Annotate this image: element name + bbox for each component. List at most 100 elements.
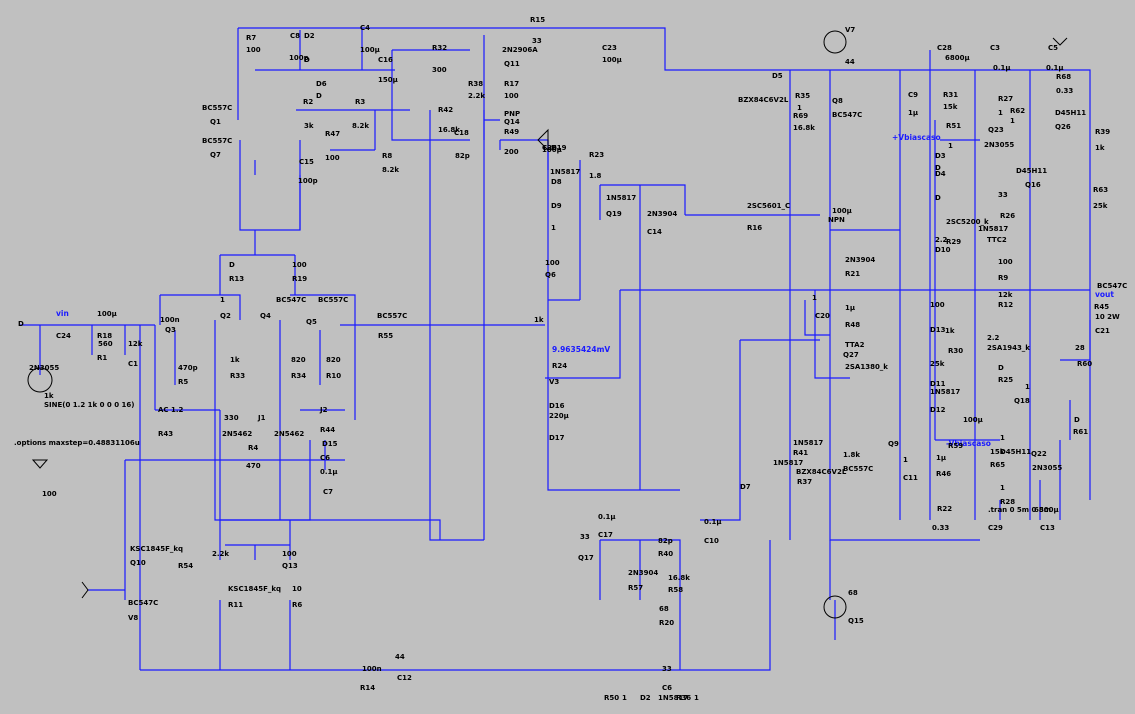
label-269: C6 bbox=[662, 684, 672, 692]
label-14: R15 bbox=[530, 16, 545, 24]
label-204: R59 bbox=[948, 442, 963, 450]
label-148: 100µ bbox=[97, 310, 117, 318]
label-118: 2N3904 bbox=[845, 256, 875, 264]
label-layer: R7100C8100pD2DD6DC4100µC16150µR32300R153… bbox=[14, 16, 1127, 702]
label-164: R24 bbox=[552, 362, 567, 370]
label-266: 100n bbox=[362, 665, 382, 673]
label-135: BC557C bbox=[377, 312, 407, 320]
label-171: 2SA1380_k bbox=[845, 363, 888, 371]
label-59: 82p bbox=[455, 152, 470, 160]
label-106: 1N5817 bbox=[978, 225, 1008, 233]
label-28: BC557C bbox=[202, 104, 232, 112]
label-96: Q19 bbox=[606, 210, 622, 218]
label-116: 100 bbox=[545, 259, 560, 267]
label-278: 1 bbox=[694, 694, 699, 702]
label-66: +Vbiascaso bbox=[892, 133, 941, 142]
label-115: R19 bbox=[292, 275, 307, 283]
label-273: R50 bbox=[604, 694, 619, 702]
label-265: C12 bbox=[397, 674, 412, 682]
label-210: R4 bbox=[248, 444, 258, 452]
label-225: 15k bbox=[990, 448, 1005, 456]
label-71: R39 bbox=[1095, 128, 1110, 136]
label-78: 8.2k bbox=[382, 166, 399, 174]
label-258: 68 bbox=[659, 605, 669, 613]
label-192: 2N5462 bbox=[222, 430, 252, 438]
label-270: 100µ bbox=[963, 416, 983, 424]
label-235: C13 bbox=[1040, 524, 1055, 532]
label-17: Q11 bbox=[504, 60, 520, 68]
label-95: 1N5817 bbox=[606, 194, 636, 202]
label-105: 1 bbox=[551, 224, 556, 232]
label-119: R21 bbox=[845, 270, 860, 278]
label-201: BC557C bbox=[843, 465, 873, 473]
label-179: Q18 bbox=[1014, 397, 1030, 405]
label-169: TTA2 bbox=[845, 341, 865, 349]
label-19: 100µ bbox=[602, 56, 622, 64]
label-184: D12 bbox=[930, 406, 946, 414]
label-255: R11 bbox=[228, 601, 243, 609]
label-143: 100 bbox=[930, 301, 945, 309]
label-107: TTC2 bbox=[987, 236, 1007, 244]
label-45: 1µ bbox=[908, 109, 918, 117]
label-260: 68 bbox=[848, 589, 858, 597]
label-163: 9.9635424mV bbox=[552, 345, 610, 354]
label-153: C1 bbox=[128, 360, 138, 368]
label-120: 100 bbox=[998, 258, 1013, 266]
label-125: Q4 bbox=[260, 312, 271, 320]
label-187: 1k bbox=[44, 392, 54, 400]
label-141: 1µ bbox=[845, 304, 855, 312]
label-182: D16 bbox=[549, 402, 565, 410]
label-166: R30 bbox=[948, 347, 963, 355]
label-186: R61 bbox=[1073, 428, 1088, 436]
label-227: 1 bbox=[1000, 484, 1005, 492]
label-160: 820 bbox=[326, 356, 341, 364]
label-259: R20 bbox=[659, 619, 674, 627]
label-151: R1 bbox=[97, 354, 107, 362]
label-61: Q14 bbox=[504, 118, 520, 126]
label-198: 1N5817 bbox=[793, 439, 823, 447]
label-242: 33 bbox=[580, 533, 590, 541]
label-44: C9 bbox=[908, 91, 918, 99]
label-127: vout bbox=[1095, 290, 1114, 299]
label-207: Q22 bbox=[1031, 450, 1047, 458]
label-243: Q17 bbox=[578, 554, 594, 562]
label-15: 33 bbox=[532, 37, 542, 45]
label-18: C23 bbox=[602, 44, 617, 52]
label-159: R34 bbox=[291, 372, 306, 380]
label-185: D bbox=[1074, 416, 1080, 424]
label-130: C21 bbox=[1095, 327, 1110, 335]
label-272: 100µ bbox=[542, 146, 562, 154]
label-277: R36 bbox=[676, 694, 691, 702]
label-183: 1N5817 bbox=[930, 388, 960, 396]
label-39: BZX84C6V2L bbox=[738, 96, 789, 104]
label-63: 200 bbox=[504, 148, 519, 156]
label-85: D3 bbox=[935, 152, 946, 160]
label-75: R47 bbox=[325, 130, 340, 138]
label-83: R23 bbox=[589, 151, 604, 159]
label-211: 470 bbox=[246, 462, 261, 470]
label-237: C17 bbox=[598, 531, 613, 539]
label-209: .options maxstep=0.48831106u bbox=[14, 439, 140, 447]
label-34: R38 bbox=[468, 80, 483, 88]
label-137: 12k bbox=[998, 291, 1013, 299]
label-41: 1 bbox=[797, 104, 802, 112]
label-218: D7 bbox=[740, 483, 751, 491]
label-224: R46 bbox=[936, 470, 951, 478]
label-21: 44 bbox=[845, 58, 855, 66]
label-108: 2SC5200_k bbox=[946, 218, 989, 226]
label-246: 16.8k bbox=[668, 574, 690, 582]
label-196: R44 bbox=[320, 426, 335, 434]
label-92: 25k bbox=[1093, 202, 1108, 210]
label-154: 470p bbox=[178, 364, 198, 372]
label-11: 150µ bbox=[378, 76, 398, 84]
label-8: C4 bbox=[360, 24, 370, 32]
label-50: R68 bbox=[1056, 73, 1071, 81]
label-55: Q26 bbox=[1055, 123, 1071, 131]
label-131: 100n bbox=[160, 316, 180, 324]
label-145: D bbox=[18, 320, 24, 328]
label-146: vin bbox=[56, 309, 69, 318]
label-197: D15 bbox=[322, 440, 338, 448]
label-241: R40 bbox=[658, 550, 673, 558]
label-220: R37 bbox=[797, 478, 812, 486]
